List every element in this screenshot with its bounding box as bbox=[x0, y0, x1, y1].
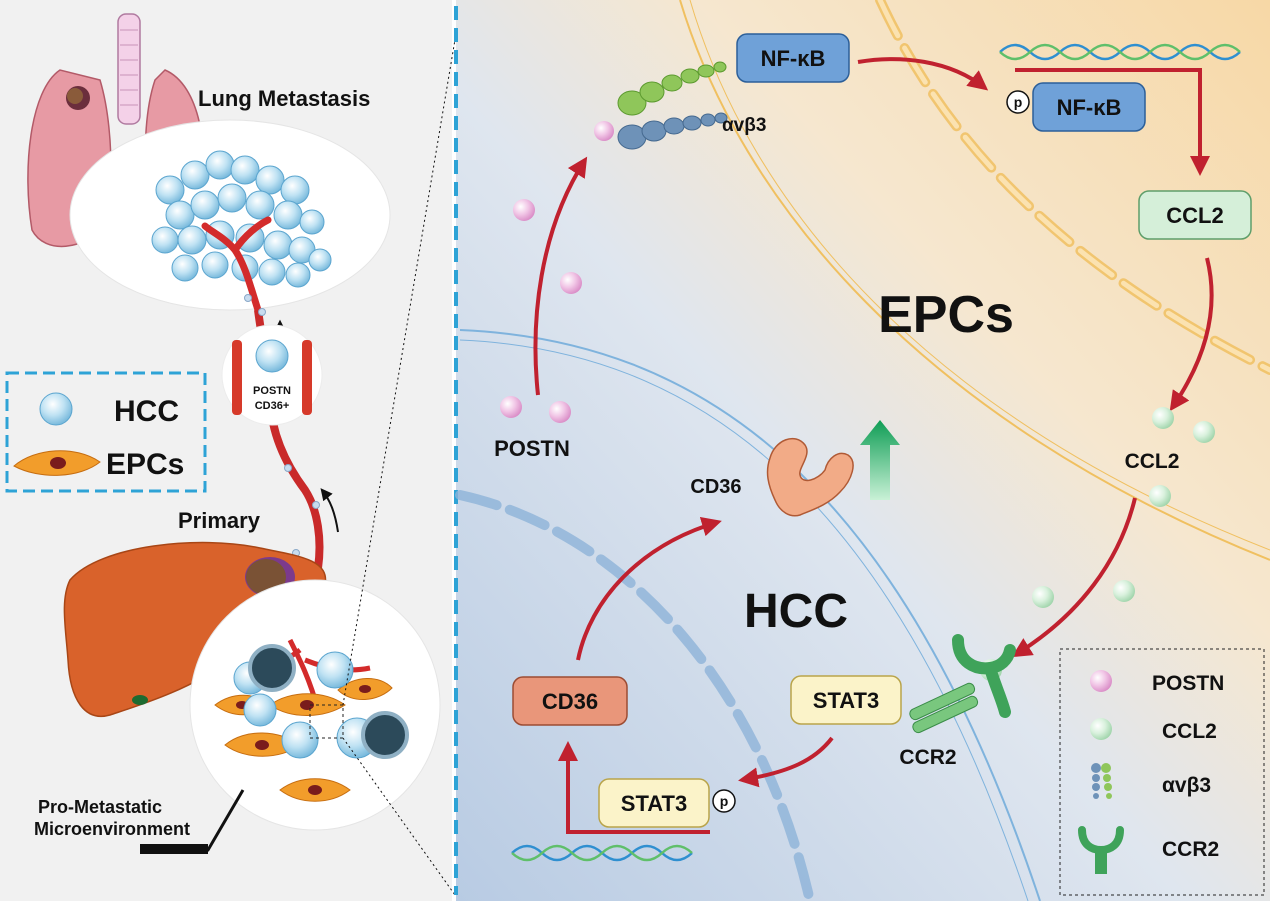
phospho-label-nfkb: p bbox=[1014, 94, 1023, 110]
epc-membrane bbox=[679, 0, 1270, 561]
right-panel-bg bbox=[456, 0, 1270, 901]
phospho-circle-stat3 bbox=[712, 789, 736, 813]
arrow-nfkb-to-phos bbox=[857, 57, 989, 91]
nfkb-phosphorylated-label: NF-κB bbox=[1057, 95, 1122, 120]
stat3-label: STAT3 bbox=[813, 688, 879, 713]
arrow-stat3-to-phos bbox=[738, 736, 834, 788]
legend-ccr2-label: CCR2 bbox=[1162, 838, 1219, 861]
dna-helix-top bbox=[999, 43, 1241, 61]
postn-molecules bbox=[500, 199, 582, 423]
legend-hcc-label: HCC bbox=[114, 395, 179, 428]
hcc-title: HCC bbox=[744, 585, 848, 638]
nfkb-box bbox=[736, 33, 850, 83]
cell-legend: HCC EPCs bbox=[5, 371, 207, 493]
integrin-avb3 bbox=[594, 61, 728, 150]
legend-integrin-icon bbox=[1091, 763, 1112, 799]
cd36-box-label: CD36 bbox=[542, 689, 598, 714]
microenvironment-magnified bbox=[189, 579, 441, 831]
ccl2-box bbox=[1138, 190, 1252, 240]
stat3-phosphorylated-box bbox=[598, 778, 710, 828]
legend-postn-label: POSTN bbox=[1152, 672, 1224, 695]
phospho-label-stat3: p bbox=[720, 793, 729, 809]
circulating-tumor-cell: POSTN CD36+ bbox=[221, 324, 323, 426]
zoom-line-bottom bbox=[342, 737, 456, 896]
ccr2-label: CCR2 bbox=[899, 746, 956, 769]
flow-arrow-lower bbox=[320, 488, 339, 533]
legend-epcs-label: EPCs bbox=[106, 448, 184, 481]
arrow-dna-to-ccl2 bbox=[1015, 68, 1210, 176]
cd36-box bbox=[512, 676, 628, 726]
epcs-title: EPCs bbox=[878, 286, 1014, 344]
hcc-cell-icon bbox=[39, 392, 73, 426]
dna-helix-bottom bbox=[511, 844, 693, 862]
arrow-ccl2-to-ccr2 bbox=[1011, 497, 1137, 658]
lung-tumor-magnified bbox=[69, 119, 391, 314]
liver-illustration bbox=[63, 541, 327, 717]
ctc-label-cd36: CD36+ bbox=[255, 400, 290, 412]
nfkb-phosphorylated-box bbox=[1032, 82, 1146, 132]
legend-integrin-label: αvβ3 bbox=[1162, 774, 1211, 797]
legend-ccr2-icon bbox=[1078, 826, 1124, 874]
ccl2-box-label: CCL2 bbox=[1166, 203, 1223, 228]
arrow-ccl2-secretion bbox=[1169, 257, 1214, 412]
microenv-title-line1: Pro-Metastatic bbox=[38, 797, 162, 817]
lung-metastasis-title: Lung Metastasis bbox=[198, 86, 370, 111]
ccr2-receptor bbox=[909, 634, 1016, 734]
arrow-postn-to-integrin bbox=[533, 156, 588, 396]
primary-title: Primary bbox=[178, 508, 261, 533]
arrow-dna-to-cd36 bbox=[558, 741, 710, 834]
cd36-receptor-icon bbox=[766, 437, 854, 517]
legend-postn-icon bbox=[1090, 670, 1112, 692]
microenv-title-line2: Microenvironment bbox=[34, 819, 190, 839]
cd36-receptor-label: CD36 bbox=[690, 476, 741, 498]
pathway-arrows bbox=[533, 57, 1214, 834]
postn-label: POSTN bbox=[494, 436, 570, 461]
ccl2-label: CCL2 bbox=[1125, 450, 1180, 473]
microenv-pointer-bar bbox=[140, 844, 208, 854]
nfkb-label: NF-κB bbox=[761, 46, 826, 71]
legend-ccl2-icon bbox=[1090, 718, 1112, 740]
stat3-box bbox=[790, 675, 902, 725]
stat3-phosphorylated-label: STAT3 bbox=[621, 791, 687, 816]
molecule-legend: POSTN CCL2 αvβ3 CCR2 bbox=[1059, 648, 1265, 896]
phospho-circle-nfkb bbox=[1006, 90, 1030, 114]
upregulation-arrow-icon bbox=[860, 420, 900, 500]
legend-ccl2-label: CCL2 bbox=[1162, 720, 1217, 743]
ctc-label-postn: POSTN bbox=[253, 385, 291, 397]
integrin-label: αvβ3 bbox=[722, 115, 766, 136]
arrow-cd36-to-receptor bbox=[576, 516, 722, 661]
